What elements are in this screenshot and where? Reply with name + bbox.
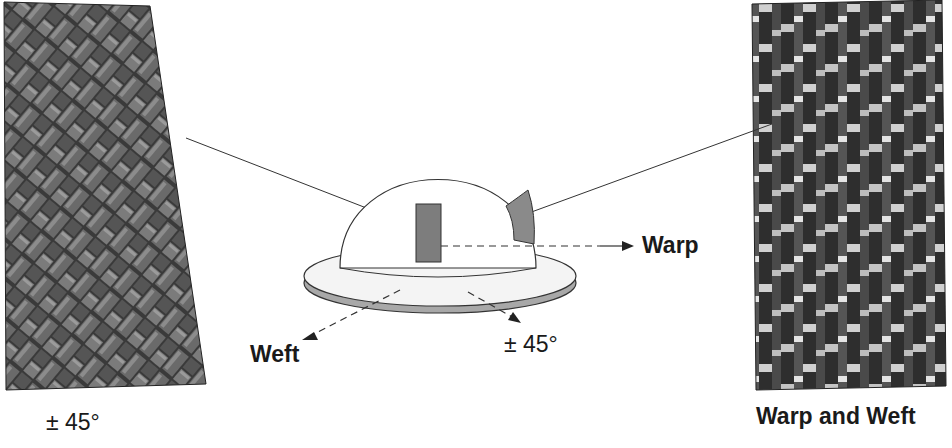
direction-label: Weft bbox=[250, 342, 299, 367]
direction-label: Warp bbox=[642, 233, 699, 258]
sample-caption: Warp and Weft bbox=[756, 404, 916, 429]
direction-label: ± 45° bbox=[504, 332, 558, 357]
sample-caption: ± 45° bbox=[46, 410, 100, 435]
